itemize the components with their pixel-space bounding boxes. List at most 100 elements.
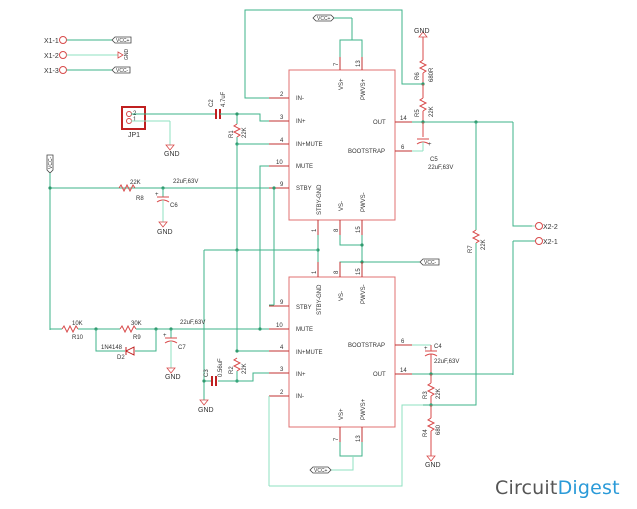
c2-value: 4.7uF [221, 91, 227, 107]
gnd-label: GND [124, 49, 130, 61]
pin-num: 13 [356, 435, 362, 442]
gnd-icon [117, 51, 124, 59]
r6-name: R6 [415, 72, 421, 80]
pin-num: 2 [280, 92, 284, 98]
pin-num: 2 [280, 390, 284, 396]
jp1-body[interactable] [121, 106, 146, 130]
pin-num: 6 [401, 339, 405, 345]
x1-3-label: X1-3 [44, 68, 59, 75]
jp1-pin1-label: 1 [133, 117, 137, 123]
pin-name: VS+ [339, 78, 345, 90]
vcc-plus-flag-text: VCC+ [317, 16, 331, 22]
c4-value: 22uF,63V [434, 359, 459, 365]
svg-text:+: + [424, 346, 428, 352]
pin-name: OUT [373, 372, 386, 378]
pin-name: PWVS- [361, 192, 367, 212]
pin-name: IN+MUTE [296, 350, 323, 356]
pin-num: 10 [276, 323, 283, 329]
pin-name: PWVS+ [361, 398, 367, 420]
logo-part2: Digest [557, 477, 620, 499]
pin-name: PWVS+ [361, 78, 367, 100]
r7-name: R7 [468, 245, 474, 253]
resistor-r3[interactable] [426, 382, 436, 397]
vcc-plus-flag-text: VCC+ [116, 38, 130, 44]
c5-name: C5 [430, 157, 438, 163]
x2-2-pad[interactable] [535, 222, 543, 230]
pin-num: 1 [312, 228, 318, 232]
c2-name: C2 [209, 99, 215, 107]
x1-2-pad[interactable] [59, 51, 67, 59]
x2-2-label: X2-2 [543, 224, 558, 231]
r9-value: 30K [131, 321, 142, 327]
pin-name: MUTE [296, 164, 313, 170]
capacitor-c2[interactable]: C2 4.7uF [209, 91, 238, 119]
gnd-label: GND [198, 407, 214, 414]
x1-connector: X1-1 VCC+ X1-2 GND X1-3 VCC- [44, 36, 132, 75]
r3-value: 22K [436, 388, 442, 399]
gnd-label: GND [157, 229, 173, 236]
r3-name: R3 [423, 391, 429, 399]
c4-name: C4 [434, 344, 442, 350]
resistor-r2[interactable] [232, 357, 242, 372]
pin-name: IN+ [296, 372, 306, 378]
ic-lower-body [288, 276, 396, 428]
resistor-r10[interactable] [61, 324, 79, 334]
pin-num: 15 [356, 268, 362, 275]
r6-value: 680R [429, 67, 435, 82]
r10-name: R10 [72, 335, 84, 341]
jp1-label: JP1 [128, 132, 140, 139]
svg-text:+: + [155, 192, 159, 198]
resistor-r7[interactable] [471, 229, 481, 244]
svg-text:+: + [163, 333, 167, 339]
diode-d2[interactable] [124, 346, 135, 356]
gnd-label: GND [425, 462, 441, 469]
x2-1-label: X2-1 [543, 239, 558, 246]
pin-num: 1 [312, 270, 318, 274]
x1-1-label: X1-1 [44, 38, 59, 45]
c6-name: C6 [170, 203, 178, 209]
resistor-r6[interactable] [418, 59, 428, 74]
r10-value: 10K [72, 321, 83, 327]
vcc-minus-flag-text: VCC- [116, 68, 129, 74]
r1-name: R1 [229, 130, 235, 138]
resistor-r4[interactable] [426, 417, 436, 432]
x1-2-label: X1-2 [44, 53, 59, 60]
x2-connector: X2-2 X2-1 [512, 222, 558, 375]
r9-name: R9 [133, 335, 141, 341]
svg-text:+: + [428, 142, 432, 148]
pin-num: 9 [280, 300, 284, 306]
pin-num: 13 [356, 60, 362, 67]
vcc-plus-flag [111, 36, 132, 44]
resistor-r8[interactable] [118, 183, 136, 193]
pin-num: 10 [276, 160, 283, 166]
r5-name: R5 [415, 109, 421, 117]
gnd-label: GND [165, 374, 181, 381]
upper-wires: VCC+ R1 22K [50, 9, 440, 400]
pin-name: MUTE [296, 327, 313, 333]
resistor-r5[interactable] [418, 97, 428, 112]
pin-num: 14 [400, 116, 407, 122]
logo-part1: Circuit [495, 477, 558, 499]
gnd-icon [426, 455, 436, 462]
r4-name: R4 [423, 429, 429, 437]
pin-name: VS+ [339, 408, 345, 420]
pin-num: 14 [400, 368, 407, 374]
x2-1-pad[interactable] [535, 237, 543, 245]
vcc-minus-flag [111, 66, 131, 74]
pin-name: PWVS- [361, 284, 367, 304]
pin-name: IN+MUTE [296, 142, 323, 148]
d2-name: D2 [117, 355, 125, 361]
r5-value: 22K [429, 106, 435, 117]
resistor-r9[interactable] [119, 324, 137, 334]
pin-num: 4 [280, 345, 284, 351]
x1-3-pad[interactable] [59, 66, 67, 74]
pin-name: VS- [339, 291, 345, 301]
x1-1-pad[interactable] [59, 36, 67, 44]
r2-name: R2 [229, 366, 235, 374]
gnd-label: GND [164, 151, 180, 158]
standby-network: VCC- 22K R8 22uF,63V + C6 GND [46, 154, 198, 330]
r7-value: 22K [481, 239, 487, 250]
pin-name: BOOTSTRAP [348, 149, 385, 155]
